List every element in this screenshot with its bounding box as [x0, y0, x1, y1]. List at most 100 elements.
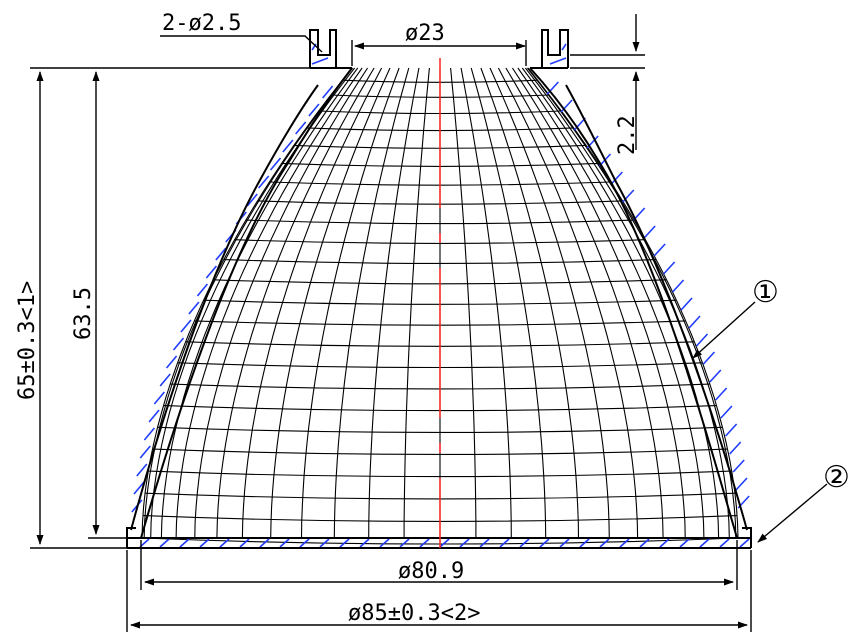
hatch-stroke — [679, 538, 690, 548]
outer-profile-left — [130, 84, 319, 531]
base-left — [126, 527, 141, 539]
hatch-stroke — [519, 538, 530, 548]
hatch-stroke — [322, 85, 334, 99]
hatch-stroke — [259, 538, 270, 548]
facet-meridian — [521, 67, 720, 539]
hatch-stroke — [133, 481, 145, 495]
facet-meridian — [460, 67, 512, 539]
hatch-stroke — [215, 247, 227, 261]
hatch-stroke — [148, 409, 160, 423]
hatch-stroke — [165, 355, 178, 369]
hatch-stroke — [179, 538, 190, 548]
facet-meridian — [403, 67, 430, 538]
hole-spec-label: 2-ø2.5 — [162, 11, 241, 36]
hatch-stroke — [725, 423, 738, 437]
hatch-stroke — [560, 99, 573, 113]
hatch-stroke — [339, 538, 350, 548]
inner-profile-right — [529, 67, 738, 539]
hatch-stroke — [653, 243, 666, 257]
hatch-stroke — [479, 538, 490, 548]
hatch-stroke — [269, 157, 282, 171]
hatch-stroke — [459, 538, 470, 548]
top-diameter-label: ø23 — [405, 21, 445, 46]
hatch-stroke — [739, 538, 750, 548]
hatch-stroke — [729, 441, 742, 455]
hatch-stroke — [196, 283, 209, 297]
hatch-stroke — [399, 538, 410, 548]
hatch-stroke — [599, 538, 610, 548]
facet-meridian — [450, 67, 477, 538]
cup-outline — [126, 29, 752, 549]
hatch-stroke — [539, 538, 550, 548]
hatch-stroke — [180, 319, 192, 333]
facet-meridian — [160, 67, 359, 539]
facet-ring — [234, 239, 646, 244]
hatch-stroke — [663, 261, 676, 275]
hatch-stroke — [188, 301, 200, 315]
hatch-stroke — [419, 538, 430, 548]
hatch-stroke — [549, 57, 567, 65]
hatch-stroke — [153, 391, 165, 405]
hatch-stroke — [671, 279, 685, 293]
hatch-stroke — [205, 265, 218, 279]
facet-ring — [148, 470, 732, 478]
hatch-stroke — [659, 538, 670, 548]
hatch-stroke — [546, 81, 559, 95]
inner-bottom-diameter-label: ø80.9 — [398, 559, 464, 584]
hatch-stroke — [295, 121, 307, 135]
facet-ring — [152, 448, 728, 455]
hatch-stroke — [159, 373, 171, 387]
hatch-stroke — [299, 538, 310, 548]
hatch-stroke — [643, 225, 656, 239]
facet-meridian — [333, 67, 410, 539]
hatch-stroke — [719, 538, 730, 548]
hatch-stroke — [579, 538, 590, 548]
top-lip-left — [309, 29, 337, 68]
hatch-stroke — [258, 175, 270, 189]
outer-bottom-diameter-label: ø85±0.3<2> — [348, 601, 480, 626]
hatch-stroke — [319, 538, 330, 548]
hatch-stroke — [282, 139, 294, 153]
hatch-stroke — [239, 538, 250, 548]
overall-height-label: 65±0.3<1> — [15, 281, 40, 400]
facet-ring — [245, 219, 635, 225]
hatch-stroke — [559, 538, 570, 548]
inner-height-label: 63.5 — [71, 287, 96, 340]
hatch-stroke — [561, 43, 567, 51]
hatch-stroke — [680, 297, 693, 311]
outer-profile-right — [565, 84, 748, 531]
hatch-stroke — [199, 538, 210, 548]
hatch-stroke — [311, 57, 329, 65]
hatch-stroke — [279, 538, 290, 548]
hatch-stroke — [136, 463, 148, 477]
hatch-stroke — [379, 538, 390, 548]
hatch-stroke — [143, 427, 156, 441]
facet-ring — [223, 259, 657, 264]
hatch-stroke — [499, 538, 510, 548]
hatch-stroke — [139, 445, 151, 459]
hatch-stroke — [695, 333, 709, 347]
hatch-stroke — [735, 477, 748, 491]
hatch-stroke — [219, 538, 230, 548]
hatch-stroke — [702, 351, 716, 365]
hatch-stroke — [639, 538, 650, 548]
base-right — [737, 527, 752, 539]
hatch-stroke — [699, 538, 710, 548]
facet-meridian — [470, 67, 547, 539]
hatch-stroke — [732, 459, 745, 473]
hatch-stroke — [715, 387, 728, 401]
hatch-stroke — [720, 405, 733, 419]
facet-meridian — [368, 67, 420, 539]
hatch-stroke — [439, 538, 450, 548]
hatch-stroke — [246, 193, 258, 207]
hatch-stroke — [172, 337, 185, 351]
callout-1: ① — [752, 275, 779, 310]
hatch-stroke — [159, 538, 170, 548]
hatch-stroke — [688, 315, 701, 329]
inner-profile-left — [140, 67, 353, 539]
hatch-stroke — [709, 369, 722, 383]
facet-meridian — [527, 67, 739, 539]
hatch-stroke — [308, 103, 320, 117]
hatch-stroke — [619, 538, 630, 548]
